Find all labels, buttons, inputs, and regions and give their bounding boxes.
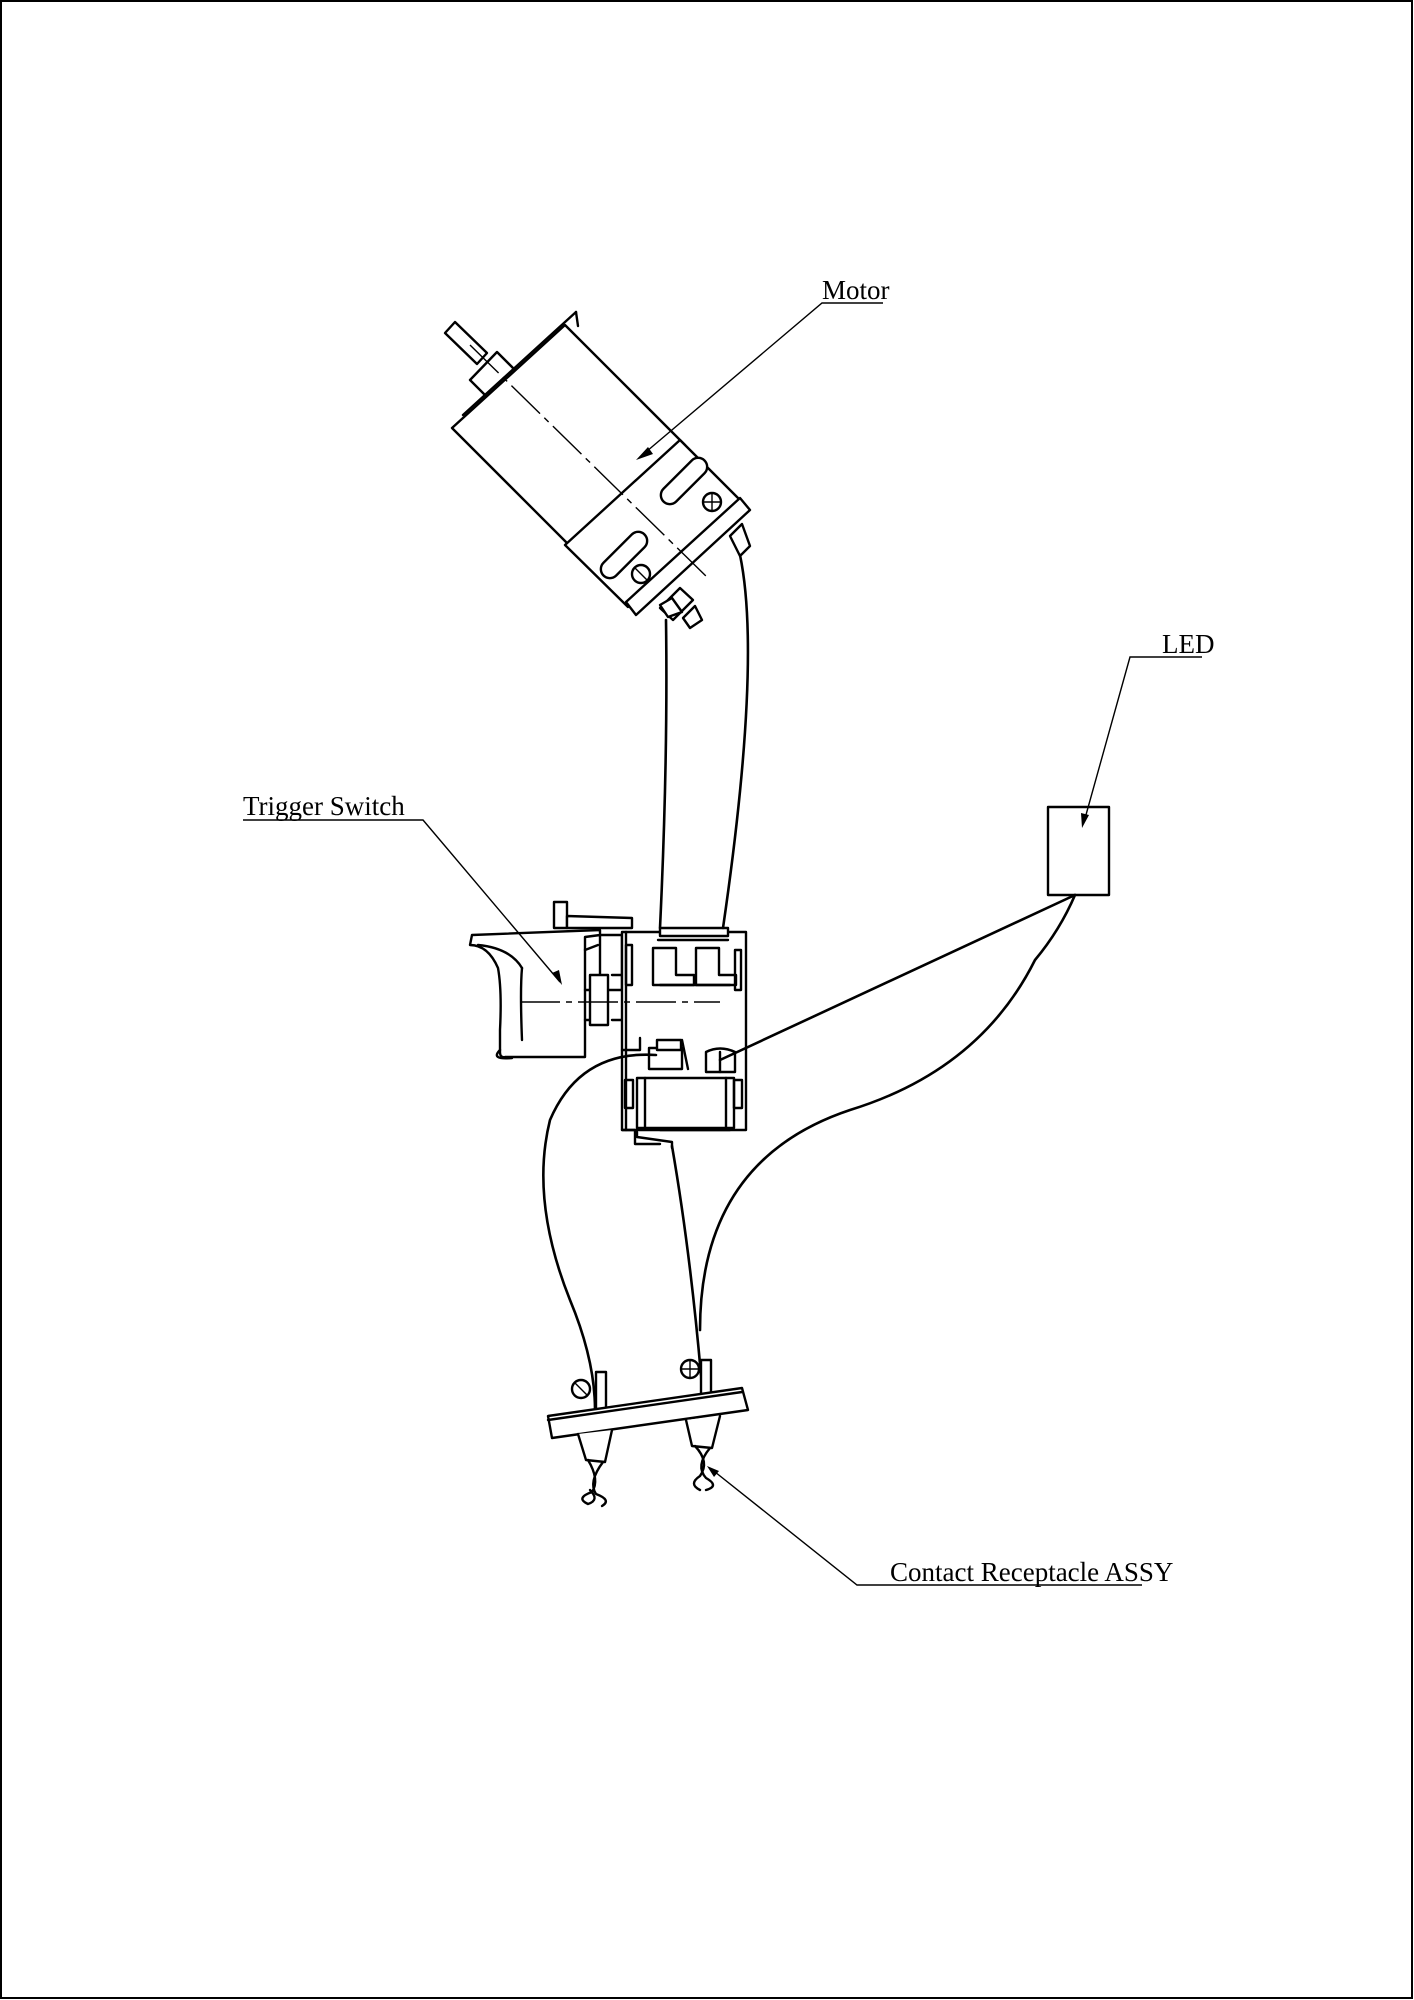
motor-label: Motor [822,275,890,305]
led-component [1046,805,1111,897]
motor-component [443,310,752,630]
trigger-switch-component [468,900,748,1150]
trigger-switch-callout: Trigger Switch [243,791,562,985]
led-label: LED [1162,629,1214,659]
motor-callout: Motor [636,275,890,460]
contact-receptacle-callout: Contact Receptacle ASSY [707,1466,1173,1587]
contact-receptacle-label: Contact Receptacle ASSY [890,1557,1173,1587]
led-callout: LED [1081,629,1214,828]
wires [542,553,1077,1412]
contact-receptacle-component [546,1358,750,1508]
trigger-switch-label: Trigger Switch [243,791,405,821]
